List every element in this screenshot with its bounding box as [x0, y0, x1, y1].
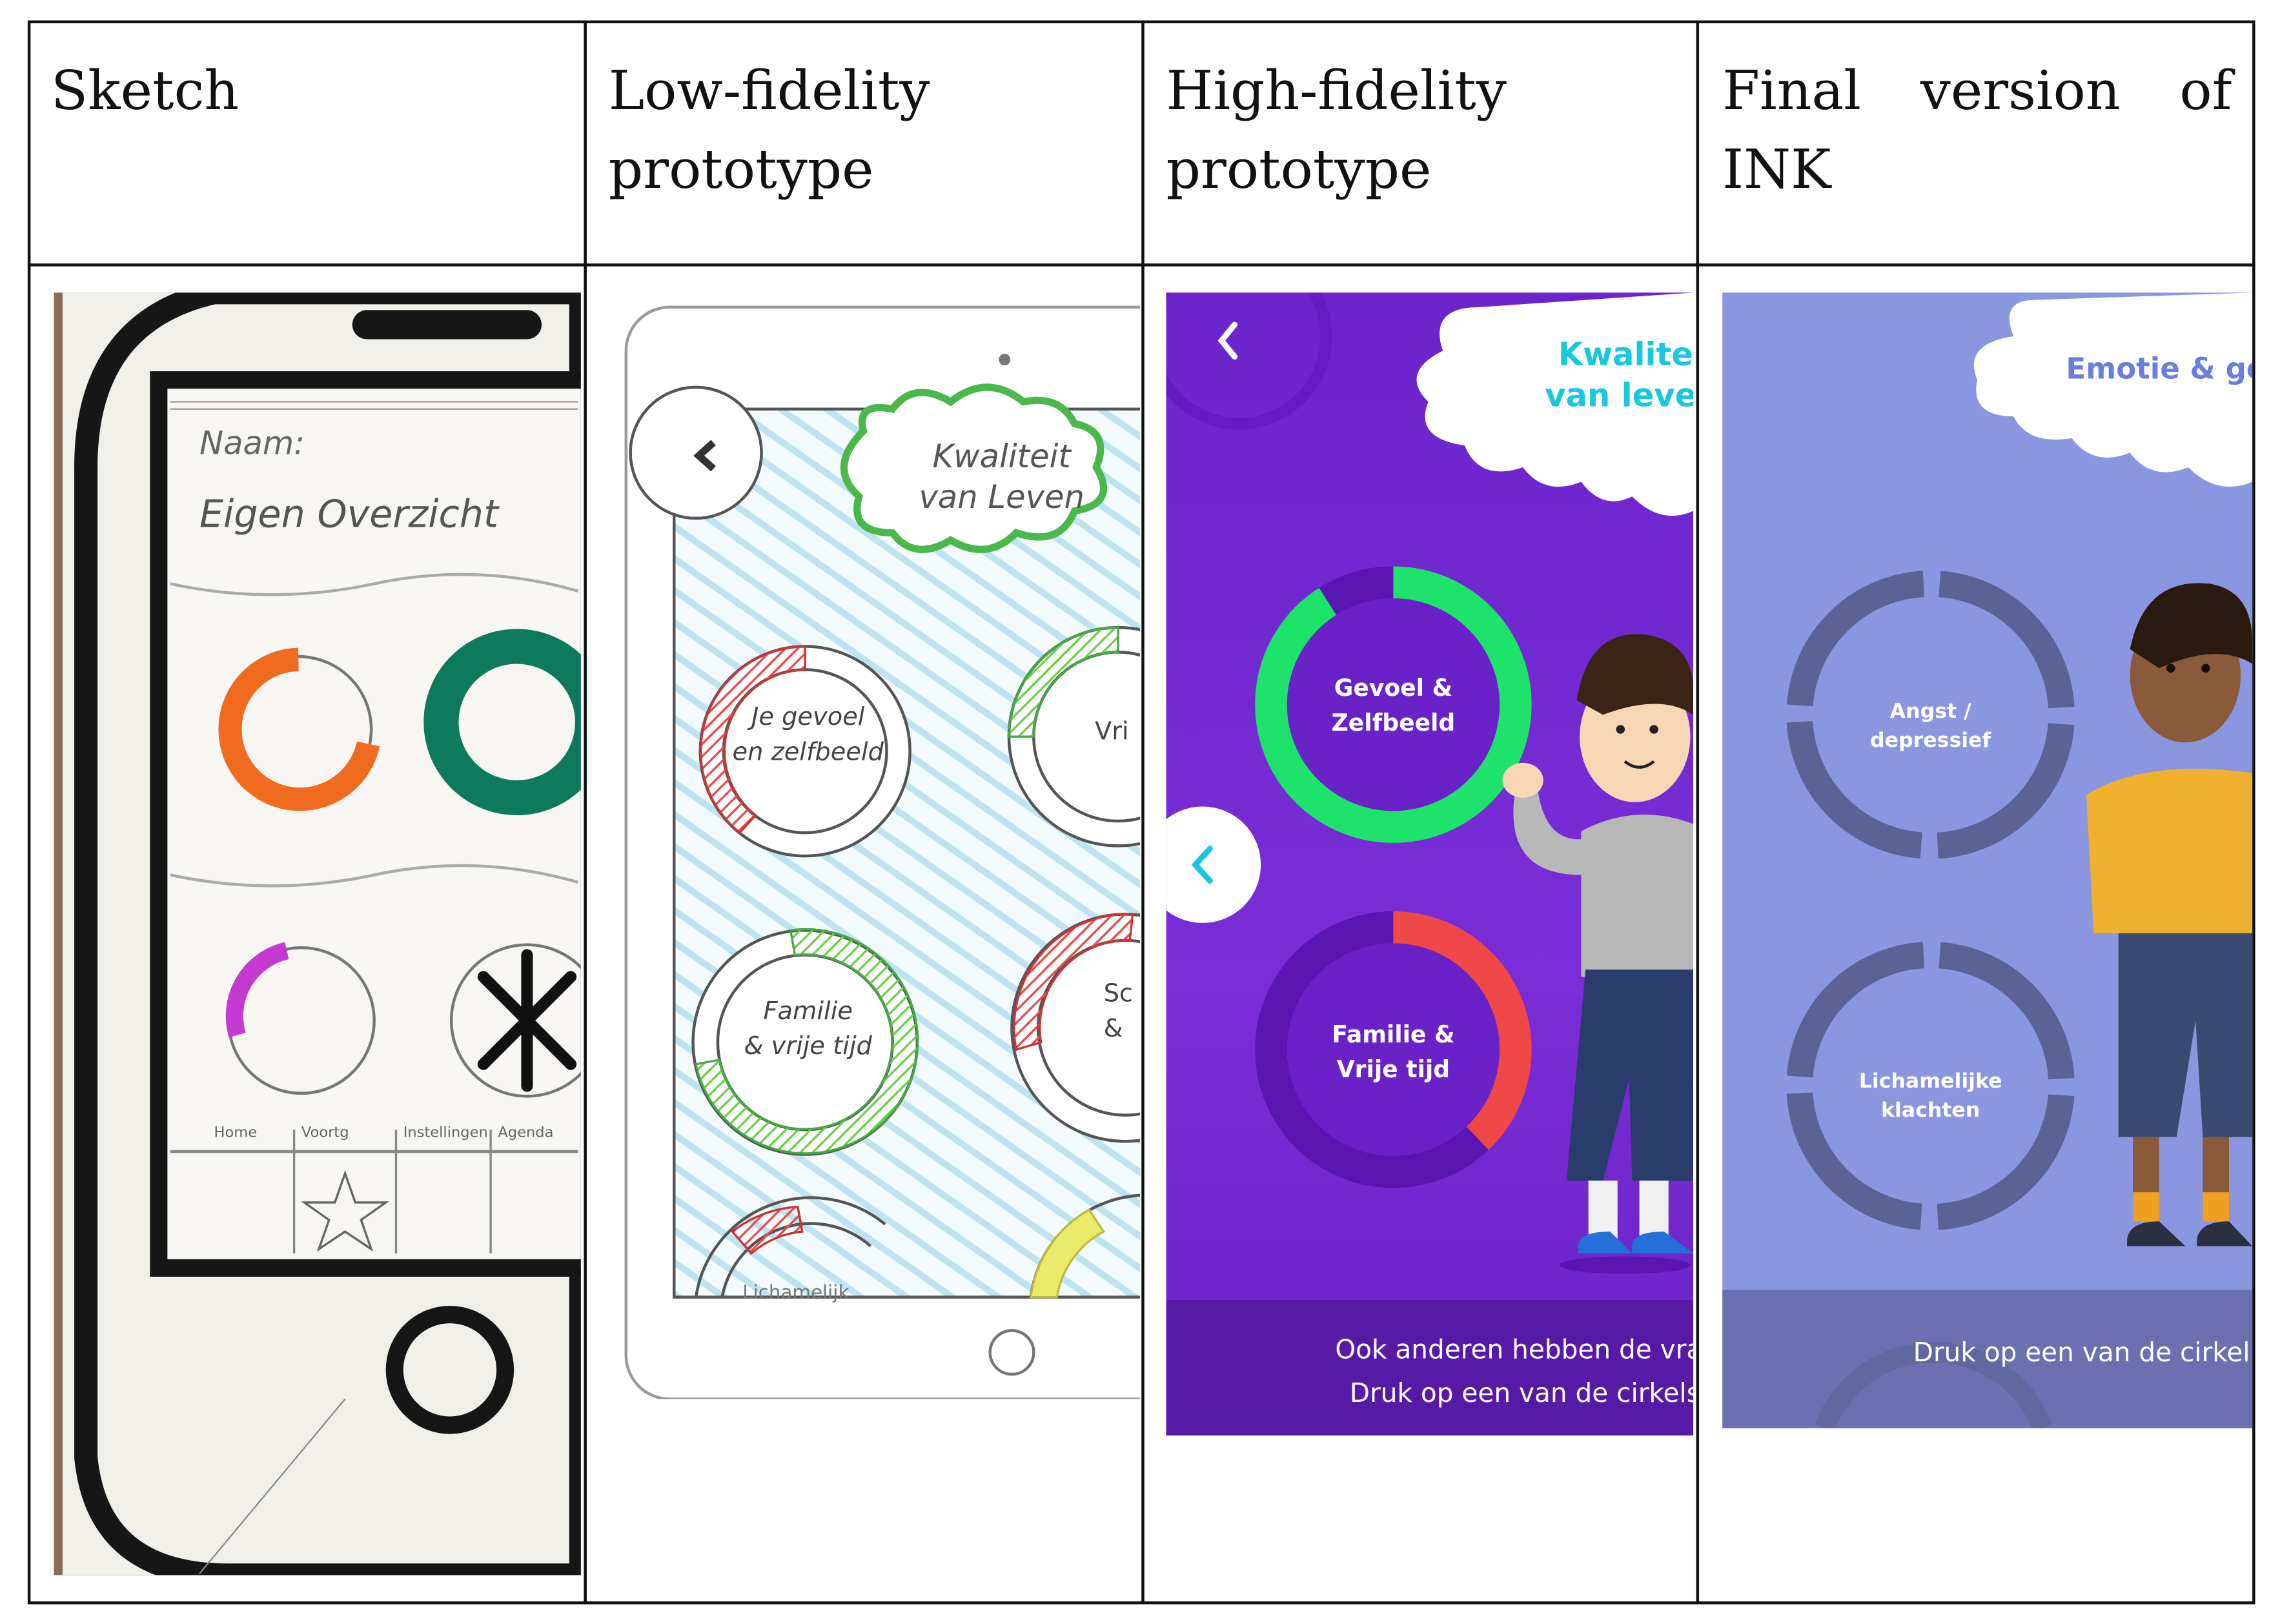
hifi-footer-text: Ook anderen hebben de vrag Druk op een v… [1335, 1335, 1694, 1410]
header-high-fidelity: High-fidelity prototype [1166, 59, 1507, 201]
header-final-version: Final version of INK [1722, 59, 2232, 201]
final-ring-label[interactable]: Angst / depressief [1870, 700, 1991, 753]
lofi-ring-label: Je gevoel en zelfbeeld [732, 703, 884, 767]
sketch-nav-item: Home [214, 1125, 258, 1142]
lofi-ring-label: Lichamelijk [742, 1283, 850, 1304]
lofi-ring-label: Sc & [1103, 979, 1134, 1044]
column-divider-1 [584, 20, 587, 1605]
hifi-prototype-image: Kwaliteit van leven Gevoel & Zelfbeeld F… [1166, 292, 1694, 1436]
sketch-nav: Home Voortg Instellingen Agenda [214, 1125, 581, 1141]
final-footer-text: Druk op een van de cirkel [1913, 1337, 2250, 1369]
final-version-image: Emotie & ge Angst / depressief Lichameli… [1722, 292, 2253, 1428]
final-ring-label[interactable]: Lichamelijke klachten [1858, 1070, 2002, 1122]
hifi-cloud-label: Kwaliteit van leven [1545, 338, 1693, 415]
header-low-fidelity: Low-fidelity prototype [608, 59, 930, 201]
lofi-ring-label: Familie & vrije tijd [744, 997, 872, 1062]
column-divider-2 [1141, 20, 1145, 1605]
sketch-nav-item: Instellingen [403, 1125, 488, 1142]
lofi-prototype-image: Kwaliteit van Leven Je gevoel en zelfbee… [608, 292, 1140, 1399]
sketch-photo: Naam: Eigen Overzicht Home Voortg Instel… [54, 292, 581, 1576]
lofi-cloud-label: Kwaliteit van Leven [919, 440, 1084, 517]
final-cloud-label: Emotie & ge [2066, 350, 2253, 386]
sketch-naam-label: Naam: [199, 426, 305, 463]
sketch-title: Eigen Overzicht [199, 493, 498, 538]
lofi-ring-label: Vri [1095, 717, 1129, 747]
hifi-ring-label[interactable]: Familie & Vrije tijd [1332, 1020, 1455, 1084]
sketch-nav-item: Agenda [498, 1125, 554, 1142]
sketch-nav-item: Voortg [301, 1125, 349, 1142]
header-sketch: Sketch [50, 59, 239, 123]
column-divider-3 [1696, 20, 1700, 1605]
hifi-ring-label[interactable]: Gevoel & Zelfbeeld [1331, 674, 1456, 737]
